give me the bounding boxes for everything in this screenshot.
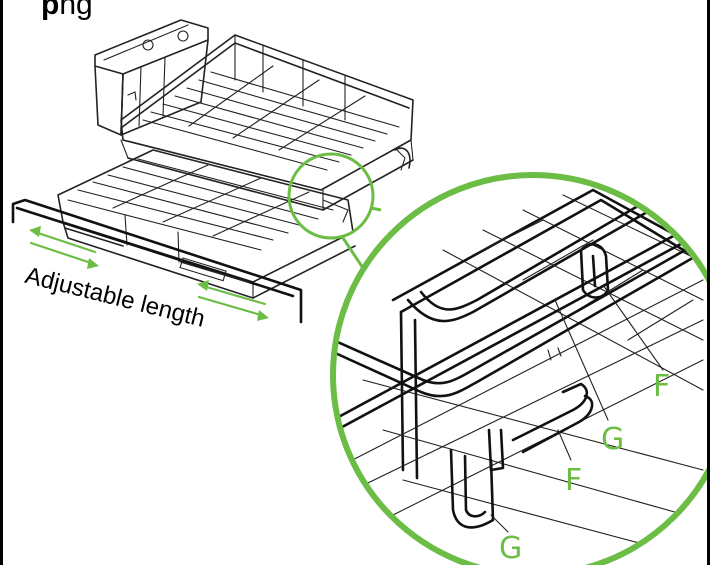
extension-rail [11, 198, 349, 324]
detail-callout-small [287, 152, 375, 240]
detail-callout-large [330, 172, 707, 565]
adjust-arrows-left [29, 226, 99, 269]
part-label-f-upper: F [653, 369, 671, 404]
utensil-holder [94, 19, 209, 136]
rack-drawing [11, 19, 707, 565]
lower-basket [57, 149, 356, 299]
leader-line-f-lower [557, 429, 572, 461]
leader-line-g-upper [554, 299, 609, 421]
title-bold-fragment: p [41, 0, 60, 21]
part-label-g-lower: G [499, 531, 523, 565]
callout-connector-left [341, 237, 365, 269]
title-rest-fragment: ng [59, 0, 93, 21]
page-title: png [41, 0, 93, 22]
leader-line-g-lower [490, 514, 509, 533]
part-label-f-lower: F [565, 463, 583, 498]
leader-line-f-upper [602, 284, 664, 371]
callout-connector-right [370, 206, 382, 212]
part-label-g-upper: G [601, 422, 625, 457]
upper-basket [120, 34, 414, 211]
adjust-arrows-right [197, 280, 269, 321]
zoomed-detail [333, 175, 705, 561]
